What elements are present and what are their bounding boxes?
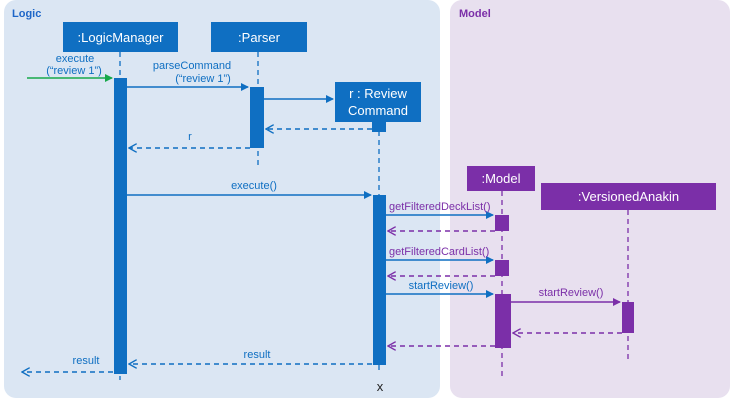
parser-activation — [250, 87, 264, 148]
logic-manager-head: :LogicManager — [63, 22, 178, 52]
result-out-label: result — [73, 355, 100, 367]
parser-label: :Parser — [238, 30, 281, 45]
get-filtered-deck-list-label: getFilteredDeckList() — [389, 201, 490, 213]
logic-manager-activation — [114, 78, 127, 374]
logic-frame-title: Logic — [12, 8, 41, 20]
model-activation-card — [495, 260, 509, 276]
parser-head: :Parser — [211, 22, 307, 52]
execute-call-label: execute() — [231, 180, 277, 192]
model-activation-review — [495, 294, 511, 348]
review-command-head: r : Review Command — [335, 82, 421, 122]
versioned-anakin-activation — [622, 302, 634, 333]
review-command-label-line2: Command — [348, 103, 408, 118]
versioned-anakin-head: :VersionedAnakin — [541, 183, 716, 210]
start-review-versioned-label: startReview() — [539, 287, 604, 299]
result-to-logic-label: result — [244, 349, 271, 361]
return-r-label: r — [188, 131, 192, 143]
execute-entry-label-line1: execute — [56, 53, 95, 65]
parse-command-label-line2: (“review 1”) — [175, 73, 231, 85]
model-frame-title: Model — [459, 8, 491, 20]
model-activation-deck — [495, 215, 509, 231]
review-command-creation-box — [372, 122, 386, 132]
parse-command-label-line1: parseCommand — [153, 60, 231, 72]
model-label: :Model — [481, 171, 520, 186]
destroy-marker: x — [377, 379, 384, 394]
execute-entry-label-line2: (“review 1”) — [46, 65, 102, 77]
versioned-anakin-label: :VersionedAnakin — [578, 189, 679, 204]
model-head: :Model — [467, 166, 535, 191]
logic-manager-label: :LogicManager — [78, 30, 165, 45]
get-filtered-card-list-label: getFilteredCardList() — [389, 246, 489, 258]
review-command-label-line1: r : Review — [349, 86, 407, 101]
start-review-model-label: startReview() — [409, 280, 474, 292]
review-command-activation — [373, 195, 386, 365]
